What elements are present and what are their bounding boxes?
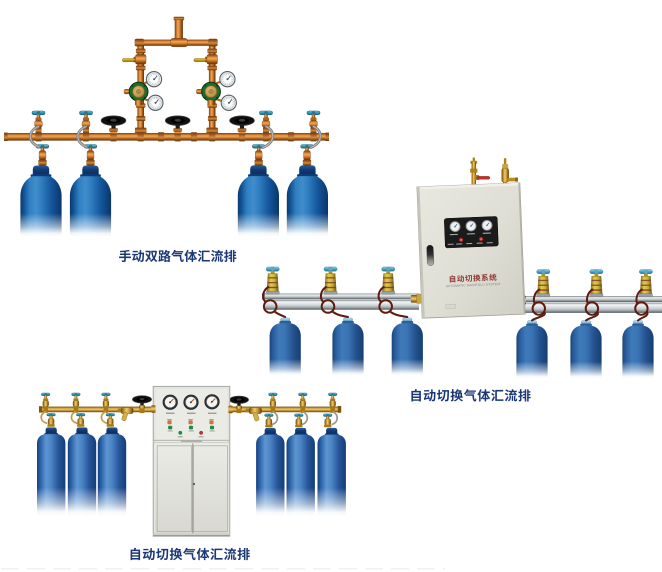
cabinet-label	[445, 303, 457, 309]
pipe-coupling	[228, 405, 233, 414]
gas-cylinder	[255, 427, 285, 517]
cylinder-valve	[105, 412, 116, 428]
panel-gauge	[183, 394, 199, 410]
panel-labels	[447, 232, 493, 245]
station-valve	[536, 268, 551, 298]
handwheel-valve	[229, 115, 255, 135]
gas-cylinder	[621, 320, 655, 380]
caption-wall-manifold-glyphs	[411, 389, 531, 402]
gas-cylinder	[67, 427, 97, 516]
panel-gauge	[481, 219, 493, 232]
gas-cylinder	[515, 320, 549, 380]
hose	[584, 288, 600, 322]
gas-cylinder	[317, 427, 347, 517]
cylinder-valve	[75, 412, 86, 428]
hose	[319, 286, 349, 318]
cabinet-label	[181, 440, 202, 442]
station-valve	[323, 266, 338, 295]
line-regulators	[117, 407, 262, 422]
caption-floor-manifold-glyphs	[130, 547, 250, 561]
cabinet-subtitle: AUTOMATIC MANIFOLD SYSTEM	[446, 282, 501, 288]
pressure-gauge	[145, 70, 163, 88]
hose	[262, 286, 287, 318]
pigtail-hoses	[28, 125, 322, 149]
indicator-labels	[167, 430, 215, 438]
sight-window	[426, 244, 435, 266]
cylinder-valve	[294, 413, 304, 428]
gas-cylinder	[97, 427, 127, 516]
cabinet-title-glyphs	[449, 273, 497, 283]
station-valve	[638, 268, 653, 298]
gas-cylinder	[331, 317, 365, 377]
manual-dual-manifold-illustration	[4, 16, 329, 237]
caption-floor-manifold: 自动切换气体汇流排	[128, 547, 250, 560]
gas-cylinders-row	[268, 317, 655, 380]
cylinder-valve	[46, 412, 56, 428]
panel-gauge	[465, 220, 477, 232]
station-valve	[298, 392, 308, 408]
pigtail-hoses	[40, 410, 339, 426]
station-valve	[101, 392, 111, 408]
gas-cylinder	[69, 165, 112, 237]
auto-switch-floor-manifold-illustration	[36, 385, 347, 537]
pressure-gauge	[220, 94, 238, 112]
hose	[377, 286, 409, 318]
pressure-gauge	[219, 70, 236, 88]
gold-manifold-pipes	[39, 405, 342, 414]
right-drop-pipe	[193, 48, 218, 134]
gas-cylinder	[286, 165, 329, 237]
gas-cylinder	[20, 165, 62, 237]
gas-cylinder	[268, 317, 302, 377]
gas-cylinders-row	[20, 165, 329, 237]
station-valve	[381, 266, 396, 295]
pipe-coupling	[151, 405, 156, 413]
gas-cylinder	[286, 427, 316, 517]
caption-manual-dual-manifold-glyphs	[119, 249, 237, 263]
pressure-gauge	[147, 94, 164, 112]
panel-gauge	[162, 394, 178, 410]
caption-wall-manifold: 自动切换气体汇流排	[409, 389, 531, 402]
left-aluminum-rail	[262, 293, 419, 310]
auto-switch-wall-manifold-illustration: AUTOMATIC MANIFOLD SYSTEM	[262, 157, 662, 380]
panel-labels	[166, 412, 217, 414]
panel-gauge	[204, 394, 220, 410]
manifold-pipe	[4, 132, 329, 142]
handwheel-valve	[100, 115, 127, 135]
control-cabinet: AUTOMATIC MANIFOLD SYSTEM	[416, 182, 526, 319]
caption-manual-dual-manifold: 手动双路气体汇流排	[118, 249, 240, 262]
cabinet-doors	[153, 443, 230, 537]
control-cabinet	[151, 385, 233, 537]
station-valve	[265, 266, 280, 295]
gas-cylinder	[569, 320, 603, 380]
coiled-hoses	[262, 286, 649, 322]
gas-cylinder	[237, 165, 280, 237]
cylinder-valve	[322, 413, 333, 428]
handwheel-valve	[164, 115, 191, 135]
left-drop-pipe	[122, 48, 147, 134]
indicator-labels-red	[167, 419, 214, 421]
station-valve	[268, 392, 278, 408]
station-valve	[71, 392, 81, 408]
door-lock	[192, 482, 196, 486]
handwheel-valve	[131, 395, 153, 409]
hose	[531, 288, 546, 322]
cylinder-valve	[264, 413, 274, 428]
station-valve	[40, 392, 51, 408]
station-valve	[589, 268, 604, 298]
pressure-regulator	[123, 81, 149, 106]
gas-cylinder	[390, 317, 424, 377]
indicator-lights	[167, 420, 214, 435]
hose	[634, 288, 649, 322]
station-valve	[327, 392, 338, 408]
panel-gauge	[449, 220, 461, 233]
gas-cylinder	[36, 427, 66, 516]
pressure-regulator	[195, 81, 221, 106]
panel-knobs	[458, 236, 484, 243]
